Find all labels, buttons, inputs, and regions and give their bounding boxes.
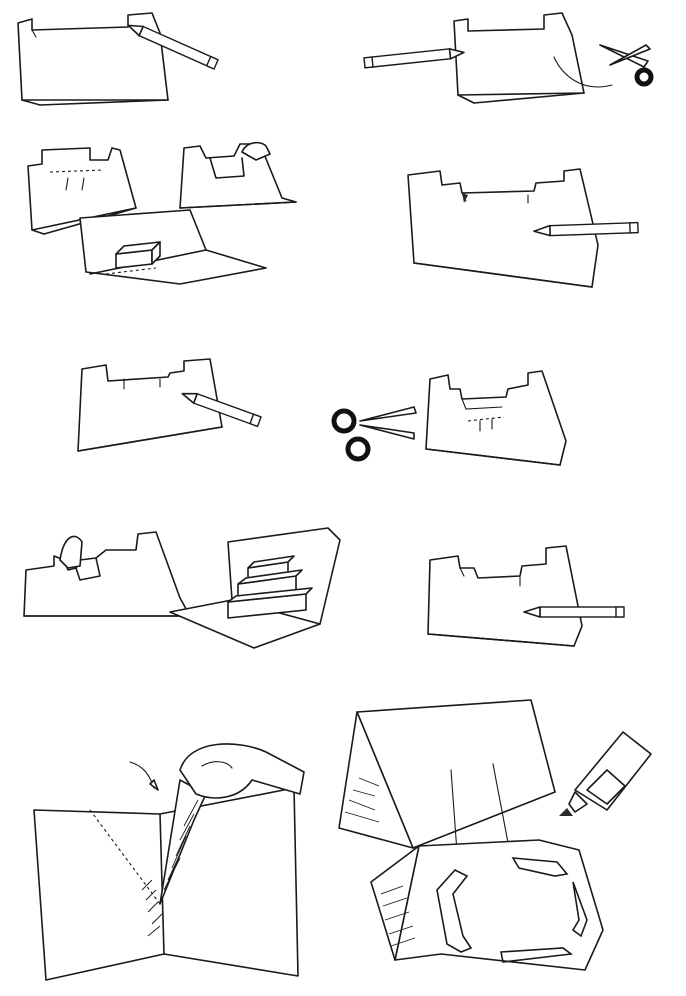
card-pushed-in xyxy=(24,532,190,616)
step-4-panel xyxy=(404,165,652,295)
pencil-icon xyxy=(364,47,464,67)
folded-card xyxy=(454,13,584,103)
pencil-icon xyxy=(524,607,624,617)
opened-card-with-three-tier-pop-up xyxy=(170,528,340,648)
step-5-panel xyxy=(72,355,272,461)
hand-icon xyxy=(180,744,304,798)
step-3-panel xyxy=(20,138,320,298)
cover-card xyxy=(339,700,555,848)
opened-card-with-pop-up xyxy=(80,210,266,284)
card-with-three-steps xyxy=(426,371,566,465)
card-pushed-in xyxy=(180,144,296,208)
glue-bottle-icon xyxy=(559,732,651,816)
base-card-with-glue-lines xyxy=(371,840,603,970)
step-8-panel xyxy=(420,540,640,650)
card-being-folded xyxy=(34,780,298,980)
hand-icon xyxy=(60,536,82,568)
step-2-panel xyxy=(362,5,652,110)
step-1-panel xyxy=(10,5,220,110)
card-with-three-steps xyxy=(428,546,582,646)
scissors-icon xyxy=(334,407,416,459)
scissors-icon xyxy=(600,45,651,84)
step-9-panel xyxy=(30,740,330,985)
step-10-panel xyxy=(335,700,680,990)
step-6-panel xyxy=(330,365,590,485)
step-7-panel xyxy=(20,520,350,660)
